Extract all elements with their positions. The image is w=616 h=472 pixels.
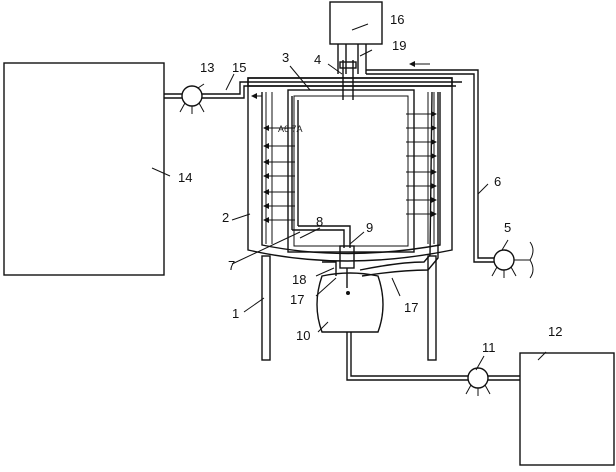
label-11: 11: [482, 340, 496, 355]
label-18: 18: [292, 272, 306, 287]
label-4: 4: [314, 52, 321, 67]
label-15: 15: [232, 60, 246, 75]
return-pipe-17-inner: [361, 92, 439, 277]
inner-vessel-3: [287, 89, 415, 253]
circulation-pipe-8: [291, 96, 351, 248]
leader-lines: [151, 23, 547, 371]
pipe-15: [164, 81, 462, 99]
tank-14: [3, 62, 165, 276]
stirring-shaft-4: [339, 60, 357, 100]
label-17-right: 17: [404, 300, 418, 315]
shaft-housing-19: [337, 44, 367, 74]
label-1: 1: [232, 306, 239, 321]
label-12: 12: [548, 324, 562, 339]
inner-text: A6 7A: [278, 124, 303, 134]
pump-13-legs: [179, 102, 205, 114]
label-17-left: 17: [290, 292, 304, 307]
tank-12: [519, 352, 615, 466]
pump-5-legs: [491, 241, 534, 279]
legs-1: [261, 255, 437, 361]
label-2: 2: [222, 210, 229, 225]
pipe-6: [366, 61, 494, 263]
jacket-coil: [265, 92, 435, 244]
flow-arrows-left: [263, 125, 295, 223]
label-19: 19: [392, 38, 406, 53]
label-7: 7: [228, 258, 235, 273]
label-5: 5: [504, 220, 511, 235]
outlet-pipe: [346, 332, 520, 381]
return-pipe-17: [359, 91, 433, 271]
label-8: 8: [316, 214, 323, 229]
label-10: 10: [296, 328, 310, 343]
label-13: 13: [200, 60, 214, 75]
motor-16: [329, 1, 383, 45]
label-14: 14: [178, 170, 192, 185]
bottom-outlet-9: [339, 245, 355, 295]
label-3: 3: [282, 50, 289, 65]
pump-11-legs: [465, 384, 491, 396]
container-10: [316, 272, 384, 333]
inner-vessel-wall: [293, 95, 409, 247]
label-16: 16: [390, 12, 404, 27]
label-6: 6: [494, 174, 501, 189]
inner-jacket-wall: [261, 92, 441, 255]
pipe-18: [322, 261, 337, 276]
label-9: 9: [366, 220, 373, 235]
